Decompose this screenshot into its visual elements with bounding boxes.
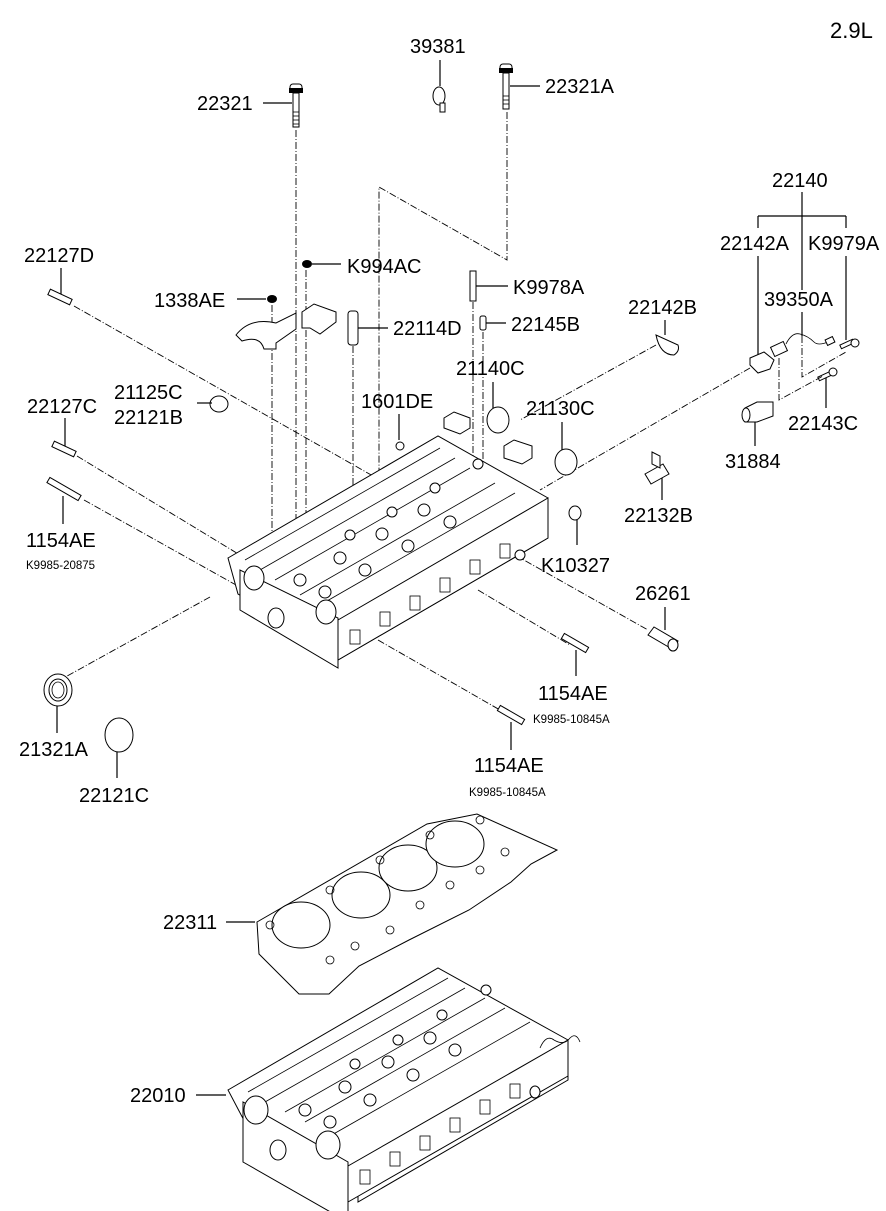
label-1154AE-left[interactable]: 1154AE bbox=[26, 530, 96, 552]
sublabel-K9985-10845A-low: K9985-10845A bbox=[469, 787, 546, 799]
label-22143C[interactable]: 22143C bbox=[788, 413, 858, 435]
label-22311[interactable]: 22311 bbox=[163, 912, 217, 934]
label-1601DE[interactable]: 1601DE bbox=[361, 391, 433, 413]
part-22321A-head-bolt[interactable] bbox=[499, 63, 513, 110]
label-26261[interactable]: 26261 bbox=[635, 583, 691, 605]
part-26261-pipe[interactable] bbox=[647, 626, 679, 652]
part-22010-cylinder-head-assembly[interactable] bbox=[227, 967, 581, 1211]
part-21125C-plug[interactable] bbox=[209, 395, 229, 413]
label-22145B[interactable]: 22145B bbox=[511, 314, 580, 336]
part-39350A-sensor[interactable] bbox=[749, 333, 836, 374]
label-K994AC[interactable]: K994AC bbox=[347, 256, 422, 278]
engine-displacement-label: 2.9L bbox=[830, 18, 873, 43]
label-22121C[interactable]: 22121C bbox=[79, 785, 149, 807]
part-1154AE-stud-mid[interactable] bbox=[560, 632, 590, 654]
label-21125C[interactable]: 21125C bbox=[114, 382, 183, 404]
cylinder-head-exploded-view[interactable] bbox=[227, 435, 549, 669]
sublabel-K9985-20875: K9985-20875 bbox=[26, 560, 95, 572]
label-22121B[interactable]: 22121B bbox=[114, 407, 183, 429]
part-22121C-cap-plug[interactable] bbox=[104, 717, 134, 753]
part-camshaft-cap-upper-2[interactable] bbox=[503, 439, 533, 465]
part-1601DE-ball[interactable] bbox=[395, 441, 405, 451]
part-22321-head-bolt[interactable] bbox=[289, 83, 303, 128]
label-31884[interactable]: 31884 bbox=[725, 451, 781, 473]
label-21130C[interactable]: 21130C bbox=[526, 398, 595, 420]
part-22127C-stud[interactable] bbox=[51, 440, 77, 458]
label-39350A[interactable]: 39350A bbox=[764, 289, 834, 311]
part-22143C-bolt[interactable] bbox=[817, 367, 838, 382]
label-22321[interactable]: 22321 bbox=[197, 93, 253, 115]
label-1154AE-mid[interactable]: 1154AE bbox=[538, 683, 608, 705]
label-1338AE[interactable]: 1338AE bbox=[154, 290, 225, 312]
label-21321A[interactable]: 21321A bbox=[19, 739, 89, 761]
label-39381[interactable]: 39381 bbox=[410, 36, 466, 58]
part-22142B-half-moon-seal[interactable] bbox=[655, 334, 679, 356]
label-K9979A[interactable]: K9979A bbox=[808, 233, 880, 255]
label-22142A[interactable]: 22142A bbox=[720, 233, 790, 255]
label-K9978A[interactable]: K9978A bbox=[513, 277, 585, 299]
part-22145B-pin[interactable] bbox=[479, 315, 487, 331]
label-22321A[interactable]: 22321A bbox=[545, 76, 615, 98]
part-22114D-dowel[interactable] bbox=[347, 310, 359, 346]
label-22142B[interactable]: 22142B bbox=[628, 297, 697, 319]
part-22127D-stud[interactable] bbox=[47, 288, 73, 306]
label-22140[interactable]: 22140 bbox=[772, 170, 828, 192]
part-21140C-cap-plug[interactable] bbox=[486, 406, 510, 434]
part-1154AE-stud-low[interactable] bbox=[496, 704, 526, 726]
label-22114D[interactable]: 22114D bbox=[393, 318, 462, 340]
part-camshaft-cap-right[interactable] bbox=[301, 303, 337, 335]
part-K9979A-bolt[interactable] bbox=[839, 338, 860, 350]
part-camshaft-cap-upper-1[interactable] bbox=[443, 411, 471, 435]
label-21140C[interactable]: 21140C bbox=[456, 358, 525, 380]
label-22132B[interactable]: 22132B bbox=[624, 505, 693, 527]
label-22010[interactable]: 22010 bbox=[130, 1085, 186, 1107]
label-22127C[interactable]: 22127C bbox=[27, 396, 97, 418]
part-21321A-oil-seal[interactable] bbox=[43, 673, 73, 707]
part-K10327-plug[interactable] bbox=[568, 505, 582, 521]
label-22127D[interactable]: 22127D bbox=[24, 245, 94, 267]
label-1154AE-low[interactable]: 1154AE bbox=[474, 755, 544, 777]
part-1154AE-stud-left[interactable] bbox=[46, 476, 82, 502]
part-K994AC-nut[interactable] bbox=[302, 260, 312, 268]
part-21130C-cap-plug[interactable] bbox=[554, 448, 578, 476]
label-K10327[interactable]: K10327 bbox=[541, 555, 610, 577]
part-K9978A-stud[interactable] bbox=[469, 270, 477, 302]
part-camshaft-cap-left[interactable] bbox=[235, 312, 297, 350]
part-31884-sleeve[interactable] bbox=[741, 401, 774, 423]
part-22132B-tee-fitting[interactable] bbox=[644, 451, 670, 485]
part-39381-bracket[interactable] bbox=[432, 86, 446, 113]
part-22311-head-gasket[interactable] bbox=[256, 813, 559, 995]
part-1338AE-nut[interactable] bbox=[267, 295, 277, 303]
sublabel-K9985-10845A-mid: K9985-10845A bbox=[533, 714, 610, 726]
